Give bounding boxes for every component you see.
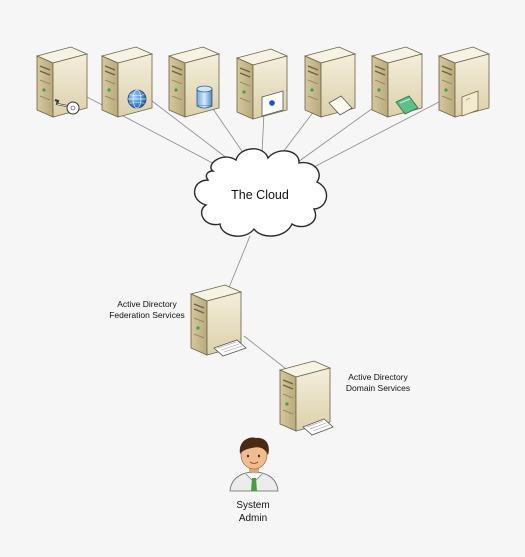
link-adfs-adds bbox=[243, 335, 291, 373]
database-icon bbox=[196, 85, 213, 109]
link-cloud-adfs bbox=[227, 235, 251, 291]
cloud-shape bbox=[193, 148, 328, 237]
person-icon bbox=[229, 437, 279, 492]
admin-label: System Admin bbox=[218, 500, 288, 525]
link-server-1 bbox=[69, 87, 223, 169]
server-blank-card bbox=[304, 46, 356, 118]
server-document bbox=[236, 48, 288, 120]
green-card-icon bbox=[395, 95, 419, 115]
server-globe bbox=[101, 46, 153, 118]
adds-label-line1: Active Directory bbox=[348, 372, 408, 382]
link-server-7 bbox=[311, 89, 463, 169]
adfs-label-line1: Active Directory bbox=[117, 299, 177, 309]
note-icon bbox=[461, 90, 479, 117]
tray-icon bbox=[213, 339, 247, 357]
adfs-label: Active Directory Federation Services bbox=[92, 299, 202, 320]
server-green-card bbox=[371, 46, 423, 118]
server-note bbox=[438, 46, 490, 118]
adds-label: Active Directory Domain Services bbox=[328, 372, 428, 393]
admin-label-line1: System bbox=[236, 500, 270, 511]
server-key bbox=[36, 46, 88, 118]
adds-label-line2: Domain Services bbox=[345, 382, 411, 393]
admin-label-line2: Admin bbox=[238, 512, 268, 524]
cloud-label: The Cloud bbox=[231, 188, 289, 202]
server-adfs bbox=[190, 284, 247, 357]
tray-icon bbox=[302, 418, 334, 436]
key-icon bbox=[54, 99, 80, 115]
adfs-label-line2: Federation Services bbox=[109, 309, 185, 320]
server-adds bbox=[279, 360, 334, 436]
globe-icon bbox=[127, 89, 147, 109]
document-icon bbox=[261, 90, 284, 117]
server-database bbox=[168, 46, 220, 118]
card-icon bbox=[328, 95, 353, 116]
